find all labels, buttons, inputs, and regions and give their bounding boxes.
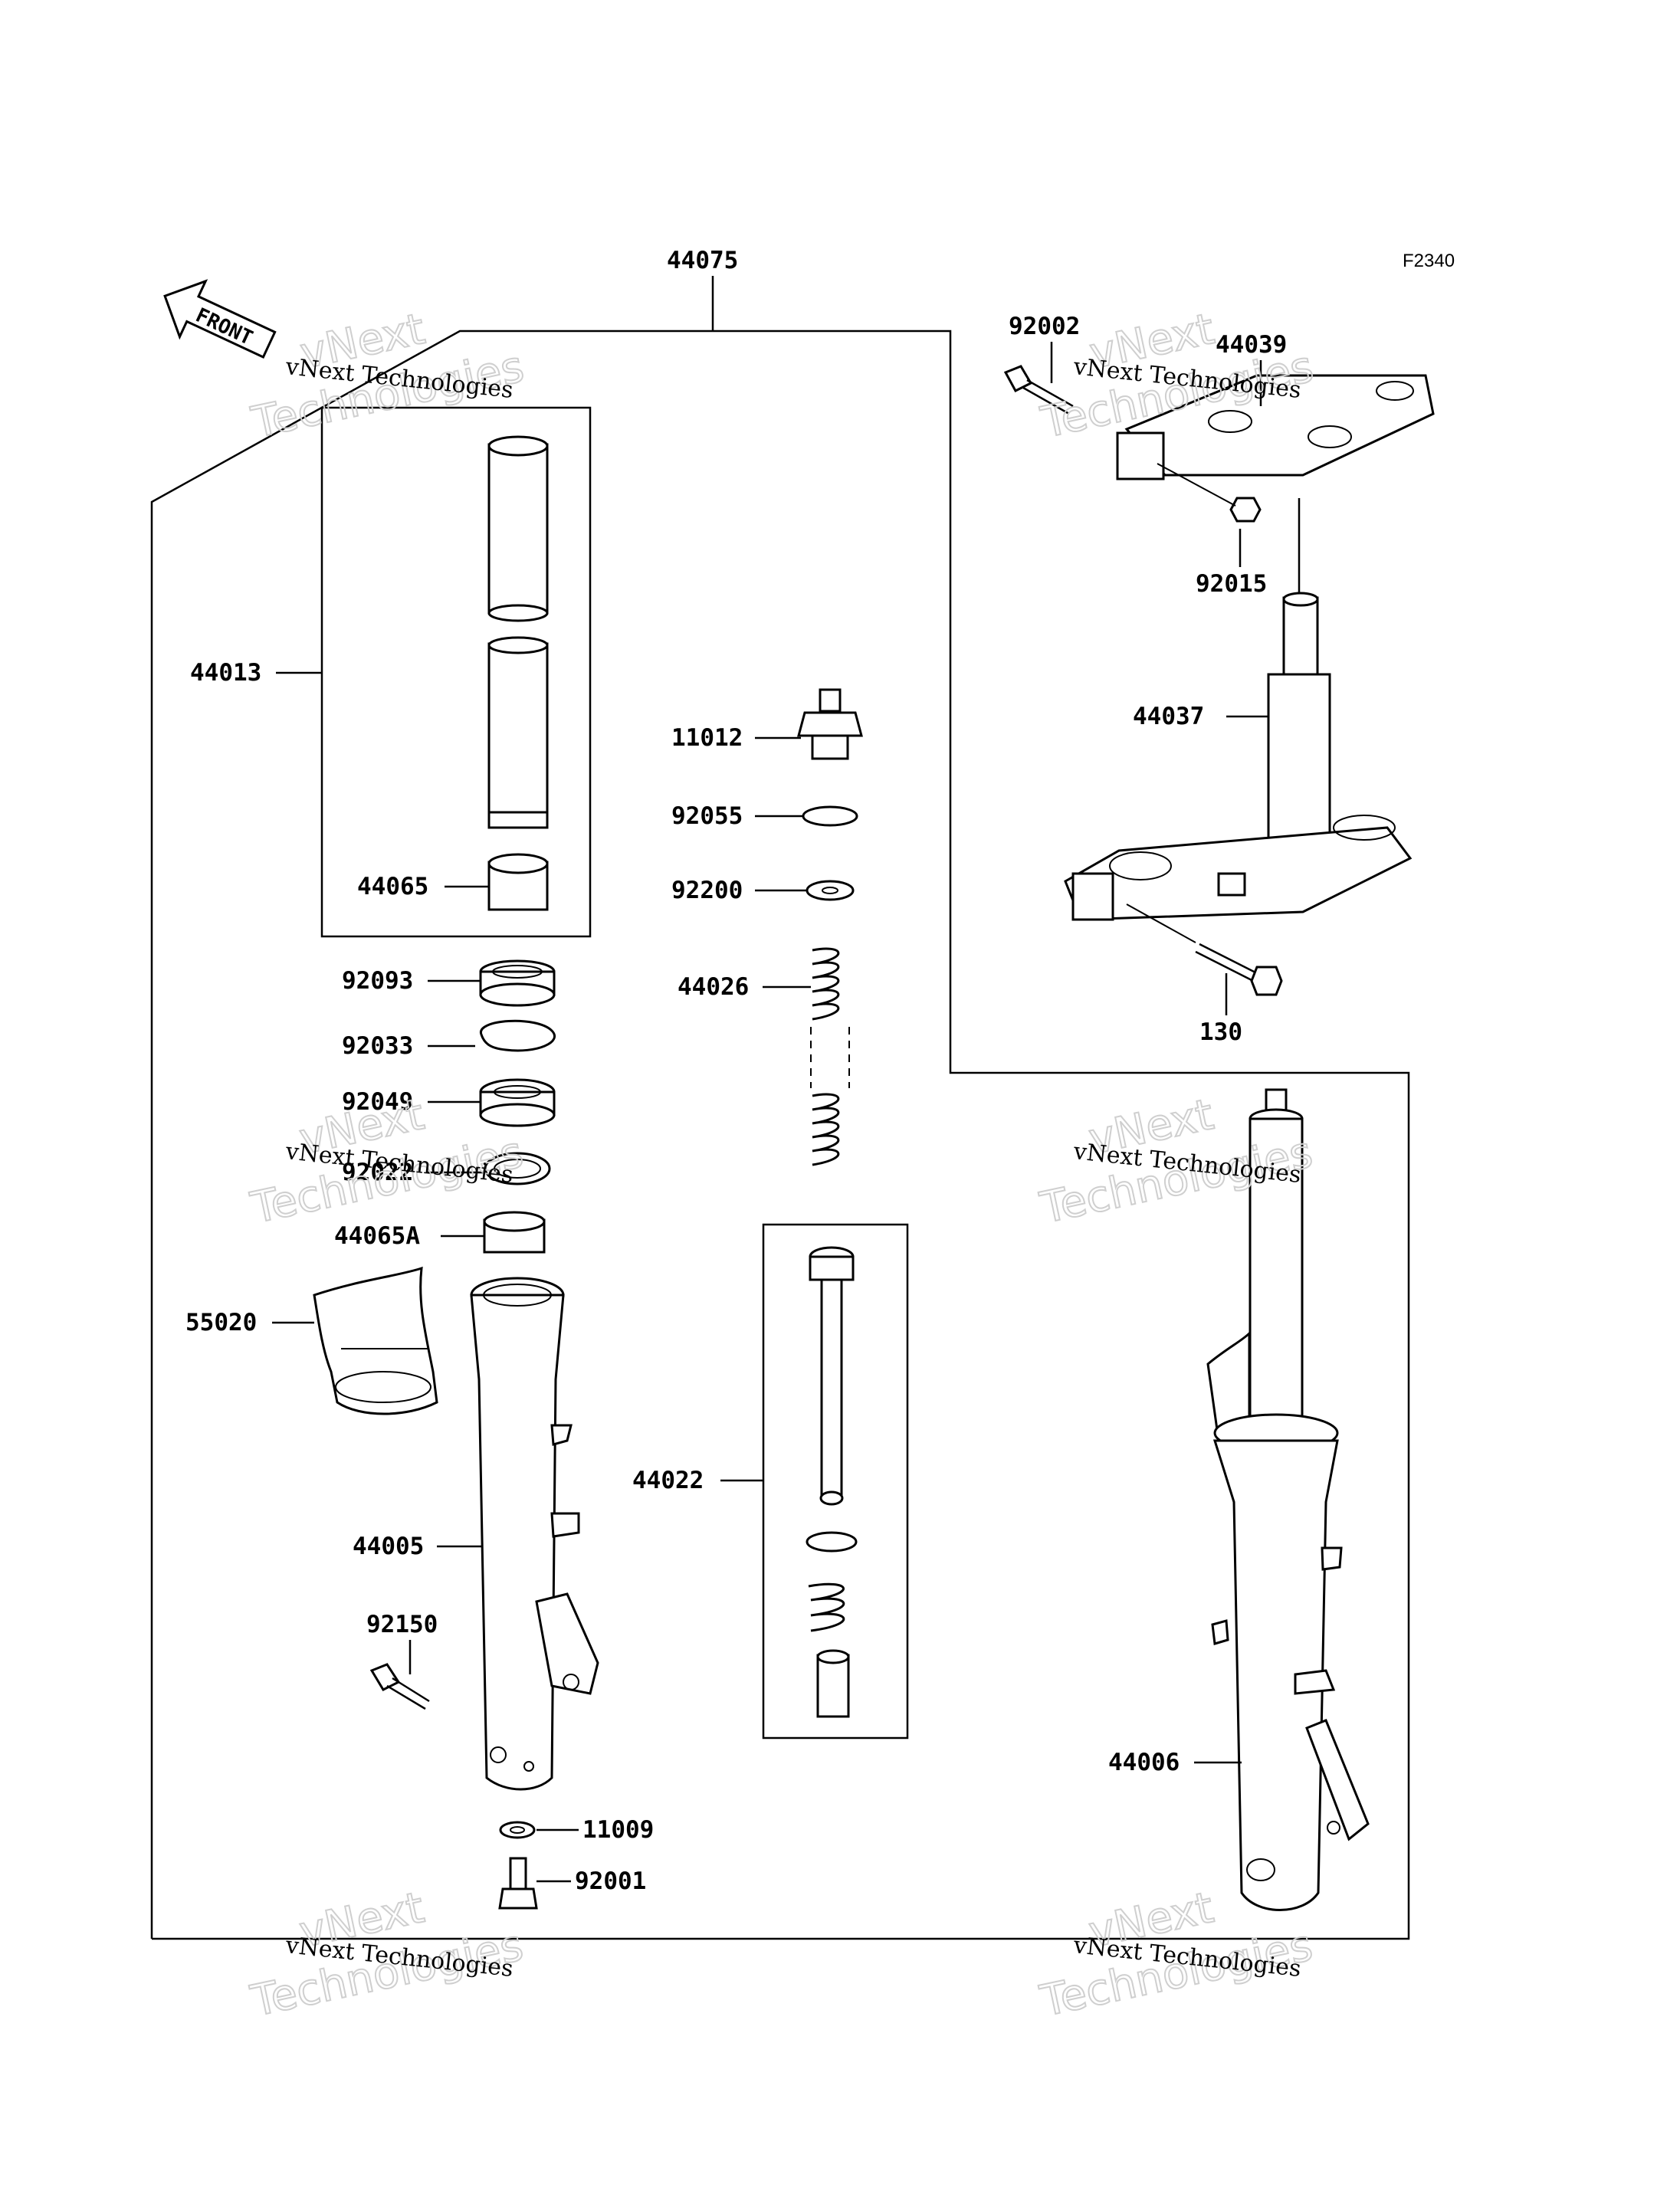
label-92022: 92022 <box>342 1159 413 1186</box>
fork-guard-part <box>313 1266 438 1415</box>
damper-rod-part <box>806 1246 858 1718</box>
label-92150: 92150 <box>366 1611 438 1638</box>
label-92200: 92200 <box>671 877 743 904</box>
front-arrow-icon: FRONT <box>163 279 277 359</box>
fork-assembly-right-part <box>1206 1088 1370 1911</box>
label-92055: 92055 <box>671 802 743 830</box>
steering-stem-part <box>1064 498 1413 921</box>
washer-92200-part <box>806 880 855 901</box>
washer-part <box>484 1152 551 1185</box>
dust-seal-part <box>479 1078 556 1127</box>
upper-bracket-part <box>1116 374 1435 480</box>
inner-tube-part <box>487 435 549 829</box>
label-11012: 11012 <box>671 724 743 752</box>
circlip-part <box>480 1019 556 1052</box>
bolt-92150-part <box>369 1663 430 1710</box>
label-92001: 92001 <box>575 1867 646 1895</box>
label-130: 130 <box>1199 1018 1242 1046</box>
nut-92015-part <box>1229 497 1262 523</box>
label-11009: 11009 <box>582 1816 654 1844</box>
bushing-a-part <box>483 1211 546 1254</box>
gasket-part <box>499 1821 536 1839</box>
label-92033: 92033 <box>342 1032 413 1060</box>
label-44037: 44037 <box>1133 703 1204 730</box>
label-92015: 92015 <box>1196 570 1267 598</box>
label-44013: 44013 <box>190 659 261 687</box>
bolt-92002-part <box>1003 365 1074 415</box>
figure-code: F2340 <box>1403 251 1455 271</box>
label-92093: 92093 <box>342 967 413 995</box>
label-55020: 55020 <box>185 1309 257 1336</box>
label-44006: 44006 <box>1108 1749 1180 1776</box>
label-44065A: 44065A <box>334 1222 420 1250</box>
label-44075: 44075 <box>667 247 738 274</box>
cap-bolt-part <box>797 688 863 760</box>
label-44005: 44005 <box>353 1533 424 1560</box>
label-44065: 44065 <box>357 873 428 900</box>
oil-seal-part <box>479 959 556 1007</box>
assembly-outline <box>150 330 1410 1940</box>
label-92049: 92049 <box>342 1088 413 1116</box>
fork-spring-part <box>810 947 850 1166</box>
bolt-92001-part <box>498 1857 538 1910</box>
bolt-130-part <box>1126 903 1283 996</box>
inner-tube-box <box>320 406 592 938</box>
bushing-part <box>487 853 549 911</box>
label-44026: 44026 <box>678 973 749 1001</box>
outer-tube-left-part <box>470 1277 599 1791</box>
o-ring-part <box>802 805 858 827</box>
label-92002: 92002 <box>1009 313 1080 340</box>
label-44022: 44022 <box>632 1467 704 1494</box>
label-44039: 44039 <box>1216 331 1287 359</box>
